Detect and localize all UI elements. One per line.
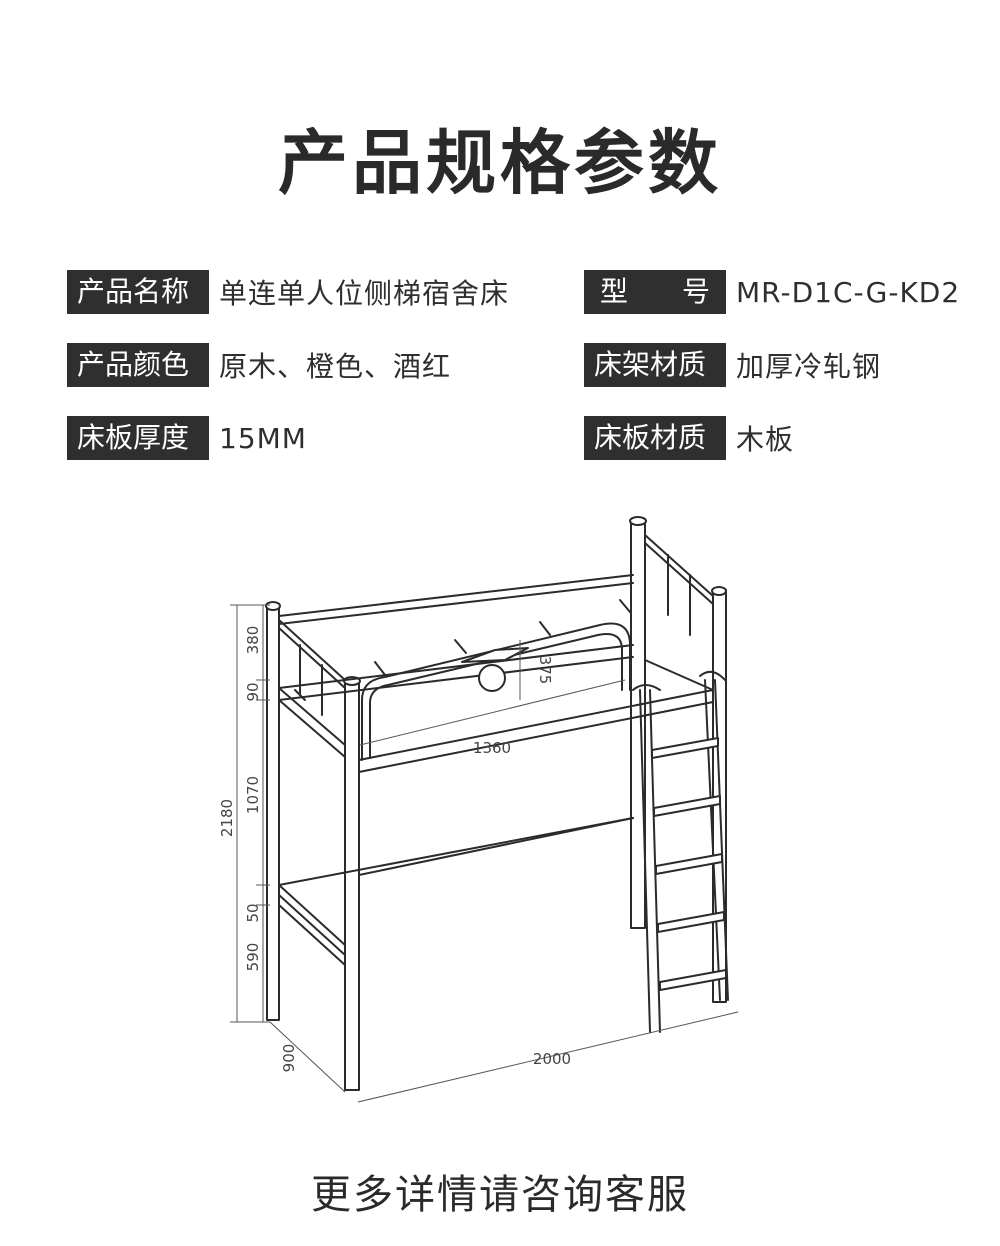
spec-row-model: 型 号 MR-D1C-G-KD2 — [584, 270, 960, 314]
bed-frame — [265, 516, 729, 1091]
dimension-labels: 380 90 1070 2180 50 590 900 2000 1360 37… — [218, 626, 571, 1073]
spec-row-thickness: 床板厚度 15MM — [67, 416, 307, 460]
dim-2180: 2180 — [218, 799, 236, 837]
dimension-lines — [230, 604, 739, 1103]
spec-label-model-a: 型 — [600, 275, 629, 308]
spec-label-thickness: 床板厚度 — [67, 416, 209, 460]
spec-value-model: MR-D1C-G-KD2 — [736, 275, 961, 309]
dim-2000: 2000 — [533, 1050, 571, 1068]
footer-contact-text: 更多详情请咨询客服 — [311, 1172, 689, 1218]
dim-900: 900 — [280, 1044, 298, 1073]
dim-590: 590 — [244, 943, 262, 972]
spec-row-name: 产品名称 单连单人位侧梯宿舍床 — [67, 270, 509, 314]
page-title: 产品规格参数 — [278, 122, 722, 204]
post-back-left — [266, 604, 280, 1021]
spec-label-board: 床板材质 — [584, 416, 726, 460]
spec-label-color: 产品颜色 — [67, 343, 209, 387]
spec-value-name: 单连单人位侧梯宿舍床 — [219, 277, 510, 310]
spec-label-model-b: 号 — [681, 275, 710, 308]
ladder-steps — [651, 737, 727, 991]
spec-value-frame: 加厚冷轧钢 — [736, 350, 882, 383]
spec-label-frame: 床架材质 — [584, 343, 726, 387]
spec-row-board: 床板材质 木板 — [584, 416, 794, 460]
post-back-right — [630, 519, 646, 929]
spec-value-color: 原木、橙色、酒红 — [219, 350, 452, 383]
post-front-left — [344, 679, 360, 1091]
spec-label-name: 产品名称 — [67, 270, 209, 314]
dim-50: 50 — [244, 903, 262, 922]
dim-1070: 1070 — [244, 776, 262, 814]
spec-value-thickness: 15MM — [219, 421, 307, 455]
spec-value-board: 木板 — [736, 423, 795, 456]
dim-90: 90 — [244, 682, 262, 701]
dim-1360: 1360 — [473, 739, 511, 757]
spec-row-frame: 床架材质 加厚冷轧钢 — [584, 343, 881, 387]
dim-375: 375 — [536, 656, 554, 685]
spec-row-color: 产品颜色 原木、橙色、酒红 — [67, 343, 451, 387]
dim-380: 380 — [244, 626, 262, 655]
spec-label-model: 型 号 — [584, 270, 726, 314]
